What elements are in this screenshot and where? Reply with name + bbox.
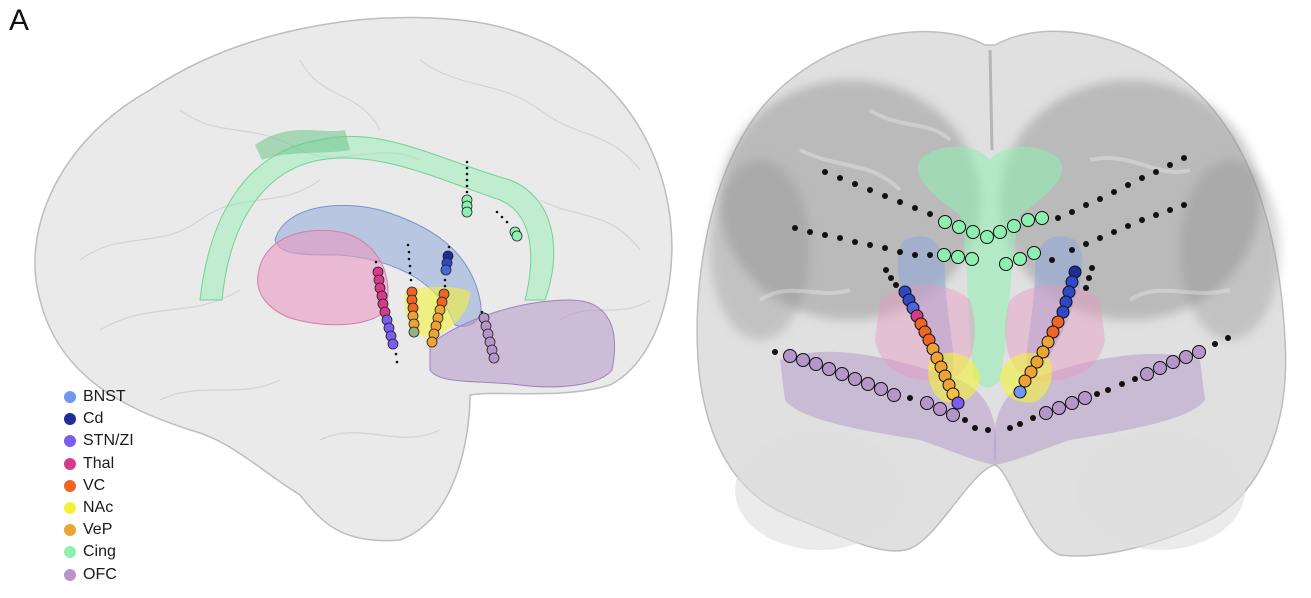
legend-label: VC (83, 476, 106, 494)
coronal-caudate-region (897, 236, 954, 380)
legend-label: STN/ZI (83, 432, 134, 450)
legend-item-nac: NAc (64, 497, 134, 519)
legend-label: OFC (83, 565, 117, 583)
coronal-sulci (758, 108, 1231, 302)
legend-item-stn-zi: STN/ZI (64, 430, 134, 452)
legend-item-bnst: BNST (64, 386, 134, 408)
cd-color-dot-icon (64, 413, 76, 426)
coronal-electrodes (783, 211, 1206, 422)
legend-item-thal: Thal (64, 453, 134, 475)
legend-item-cing: Cing (64, 541, 134, 563)
legend-label: NAc (83, 499, 114, 517)
thal-color-dot-icon (64, 457, 76, 470)
legend-label: VeP (83, 521, 113, 539)
sagittal-brain-view (34, 16, 673, 542)
nac-color-dot-icon (64, 502, 76, 515)
coronal-electrode-shafts (772, 155, 1231, 433)
legend-item-vc: VC (64, 475, 134, 497)
sagittal-gyri (79, 59, 651, 441)
legend-item-cd: Cd (64, 408, 134, 430)
coronal-brain-view (696, 30, 1287, 557)
vc-color-dot-icon (64, 479, 76, 492)
stn-zi-color-dot-icon (64, 435, 76, 448)
sagittal-ofc-region (429, 299, 616, 388)
panel-label: A (9, 4, 30, 37)
legend-label: Thal (83, 454, 115, 472)
legend-label: Cd (83, 410, 104, 428)
cing-color-dot-icon (64, 546, 76, 559)
bnst-color-dot-icon (64, 391, 76, 404)
legend-label: Cing (83, 543, 116, 561)
ofc-color-dot-icon (64, 568, 76, 581)
region-legend: BNST Cd STN/ZI Thal VC NAc VeP Cing OFC (64, 386, 134, 586)
legend-label: BNST (83, 388, 126, 406)
sagittal-electrodes (372, 160, 523, 364)
legend-item-vep: VeP (64, 519, 134, 541)
vep-color-dot-icon (64, 524, 76, 537)
coronal-cingulate-region (918, 146, 1062, 388)
legend-item-ofc: OFC (64, 564, 134, 586)
